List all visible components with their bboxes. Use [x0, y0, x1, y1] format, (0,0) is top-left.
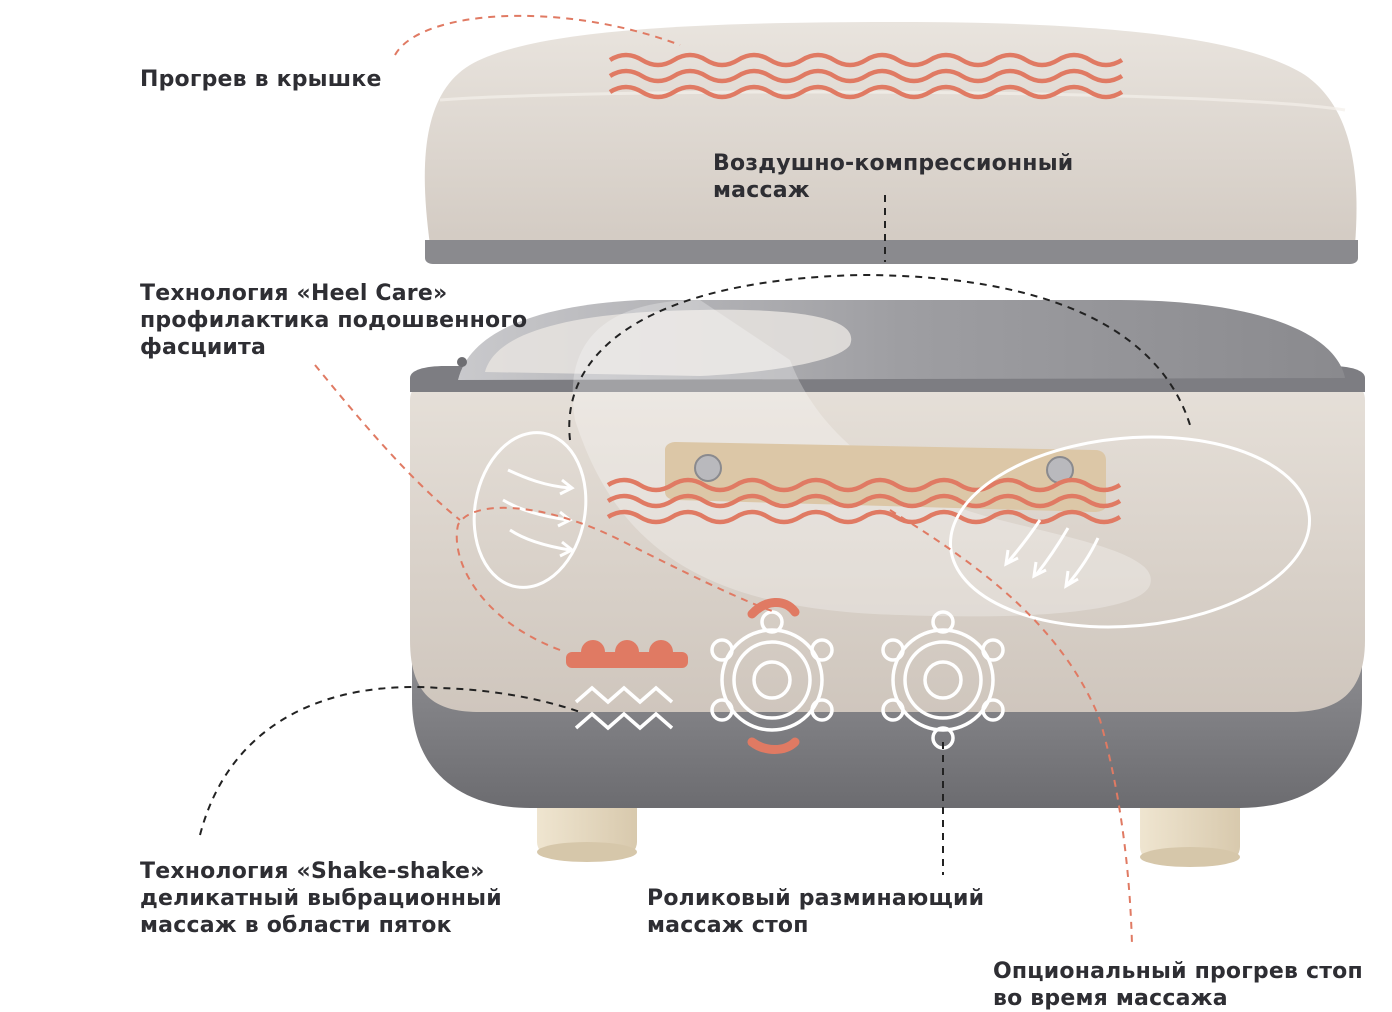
label-foot-heat-line1: Опциональный прогрев стоп [993, 959, 1363, 984]
heel-bumps-icon [566, 640, 688, 668]
label-heel-care-line3: фасциита [140, 335, 267, 360]
rim-screw [457, 357, 467, 367]
vibration-icon [574, 685, 674, 731]
roller-icon [710, 598, 834, 754]
label-shake-line3: массаж в области пяток [140, 913, 452, 938]
lid [424, 22, 1358, 264]
label-air-massage: Воздушно-компрессионный массаж [713, 150, 1073, 204]
label-foot-heat: Опциональный прогрев стоп во время масса… [993, 958, 1363, 1012]
label-shake-line2: деликатный выбрационный [140, 886, 502, 911]
label-air-massage-line2: массаж [713, 178, 810, 203]
label-air-massage-line1: Воздушно-компрессионный [713, 151, 1074, 176]
label-lid-heat-line: Прогрев в крышке [140, 67, 382, 92]
foot-opening [485, 309, 852, 376]
label-shake-line1: Технология «Shake-shake» [140, 859, 485, 884]
label-roller: Роликовый разминающий массаж стоп [647, 885, 984, 939]
base-fabric [410, 378, 1365, 712]
label-heel-care-line2: профилактика подошвенного [140, 308, 528, 333]
strap [665, 442, 1106, 512]
label-shake: Технология «Shake-shake» деликатный выбр… [140, 858, 502, 939]
callout-lines [199, 14, 1191, 946]
label-heel-care: Технология «Heel Care» профилактика подо… [140, 280, 527, 361]
heat-waves-icon [608, 52, 1124, 100]
air-arrows-icon [472, 431, 1312, 629]
label-heel-care-line1: Технология «Heel Care» [140, 281, 448, 306]
label-foot-heat-line2: во время массажа [993, 986, 1228, 1011]
label-lid-heat: Прогрев в крышке [140, 66, 382, 93]
heat-waves-icon [606, 477, 1122, 525]
label-roller-line2: массаж стоп [647, 913, 809, 938]
label-roller-line1: Роликовый разминающий [647, 886, 985, 911]
